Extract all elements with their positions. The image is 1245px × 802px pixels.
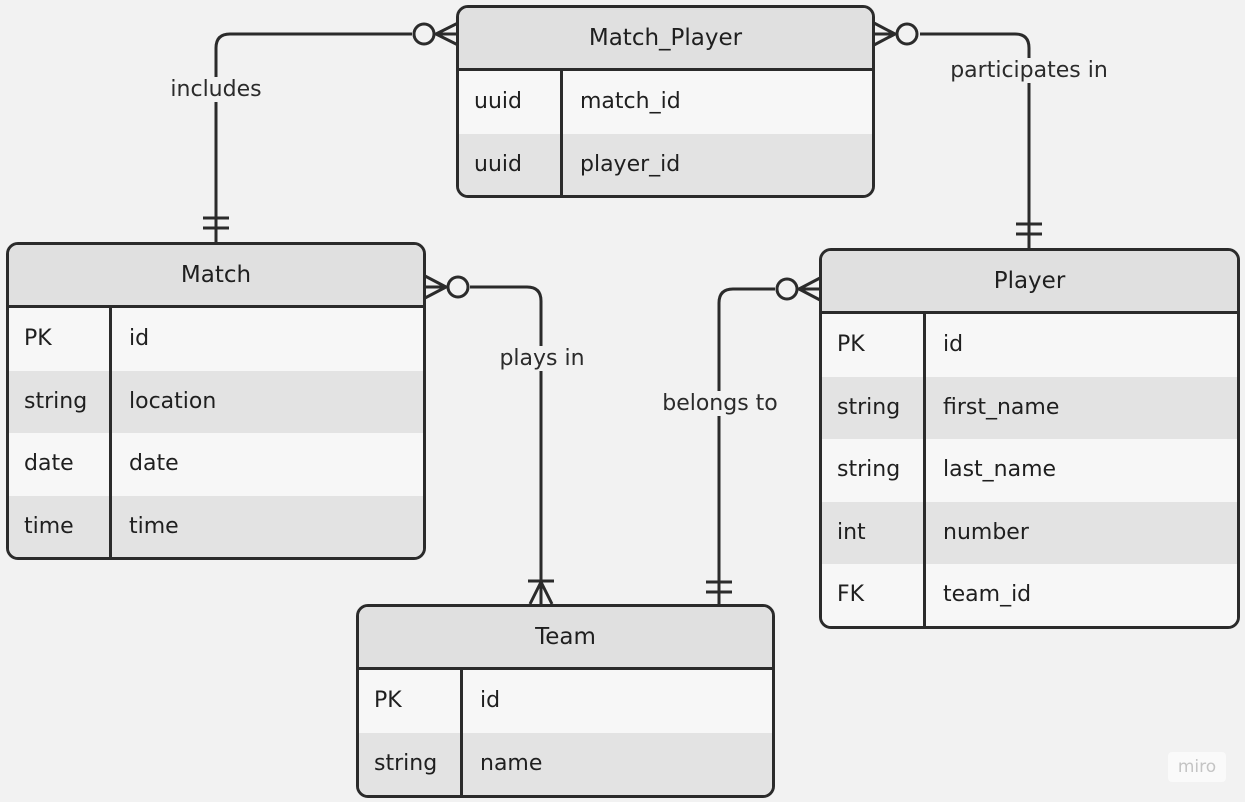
entity-title: Match bbox=[9, 245, 423, 308]
connector-includes[interactable] bbox=[214, 32, 412, 242]
entity-title: Player bbox=[822, 251, 1237, 314]
field-name: match_id bbox=[580, 89, 681, 114]
table-row: PK id bbox=[9, 308, 423, 371]
field-name: id bbox=[480, 688, 501, 713]
entity-team[interactable]: Team PK id string name bbox=[356, 604, 775, 798]
one-or-many-icon bbox=[528, 579, 554, 605]
table-row: string name bbox=[359, 732, 772, 795]
table-row: date date bbox=[9, 433, 423, 496]
field-name: last_name bbox=[943, 457, 1057, 482]
field-type: uuid bbox=[459, 133, 563, 195]
entity-match[interactable]: Match PK id string location date date ti… bbox=[6, 242, 426, 560]
zero-or-many-icon bbox=[775, 276, 821, 302]
connector-belongs-to[interactable] bbox=[717, 287, 775, 604]
field-name: date bbox=[129, 451, 179, 476]
field-name: location bbox=[129, 388, 217, 414]
connector-participates-in[interactable] bbox=[920, 32, 1031, 248]
entity-title: Match_Player bbox=[459, 8, 872, 71]
field-name: first_name bbox=[943, 394, 1060, 420]
field-name: player_id bbox=[580, 151, 681, 177]
one-and-only-one-icon bbox=[203, 216, 229, 230]
field-type: uuid bbox=[459, 71, 563, 134]
field-name: id bbox=[129, 326, 150, 351]
field-name: name bbox=[480, 750, 543, 776]
table-row: PK id bbox=[359, 670, 772, 733]
table-row: PK id bbox=[822, 314, 1237, 377]
field-type: string bbox=[822, 439, 926, 502]
field-type: int bbox=[822, 501, 926, 564]
entity-player[interactable]: Player PK id string first_name string la… bbox=[819, 248, 1240, 629]
entity-title: Team bbox=[359, 607, 772, 670]
field-type: PK bbox=[359, 670, 463, 733]
entity-match-player[interactable]: Match_Player uuid match_id uuid player_i… bbox=[456, 5, 875, 198]
one-and-only-one-icon bbox=[1016, 222, 1042, 236]
table-row: string first_name bbox=[822, 376, 1237, 439]
table-row: string location bbox=[9, 370, 423, 433]
field-name: time bbox=[129, 513, 179, 539]
field-type: string bbox=[822, 376, 926, 439]
miro-watermark: miro bbox=[1168, 752, 1226, 782]
table-row: uuid player_id bbox=[459, 133, 872, 195]
table-row: string last_name bbox=[822, 439, 1237, 502]
relationship-label-participates-in: participates in bbox=[948, 58, 1110, 83]
field-type: string bbox=[9, 370, 112, 433]
relationship-label-includes: includes bbox=[168, 77, 264, 102]
field-name: team_id bbox=[943, 582, 1032, 607]
zero-or-many-icon bbox=[873, 21, 919, 47]
zero-or-many-icon bbox=[424, 274, 470, 300]
relationship-label-plays-in: plays in bbox=[497, 346, 587, 371]
field-type: time bbox=[9, 495, 112, 557]
field-type: PK bbox=[822, 314, 926, 377]
table-row: FK team_id bbox=[822, 564, 1237, 626]
field-name: number bbox=[943, 519, 1029, 545]
field-type: PK bbox=[9, 308, 112, 371]
table-row: int number bbox=[822, 501, 1237, 564]
field-type: string bbox=[359, 732, 463, 795]
field-type: date bbox=[9, 433, 112, 496]
field-name: id bbox=[943, 332, 964, 357]
table-row: uuid match_id bbox=[459, 71, 872, 134]
one-and-only-one-icon bbox=[706, 580, 732, 594]
field-type: FK bbox=[822, 564, 926, 626]
connector-plays-in[interactable] bbox=[470, 285, 543, 604]
zero-or-many-icon bbox=[412, 21, 459, 47]
relationship-label-belongs-to: belongs to bbox=[660, 391, 780, 416]
table-row: time time bbox=[9, 495, 423, 557]
